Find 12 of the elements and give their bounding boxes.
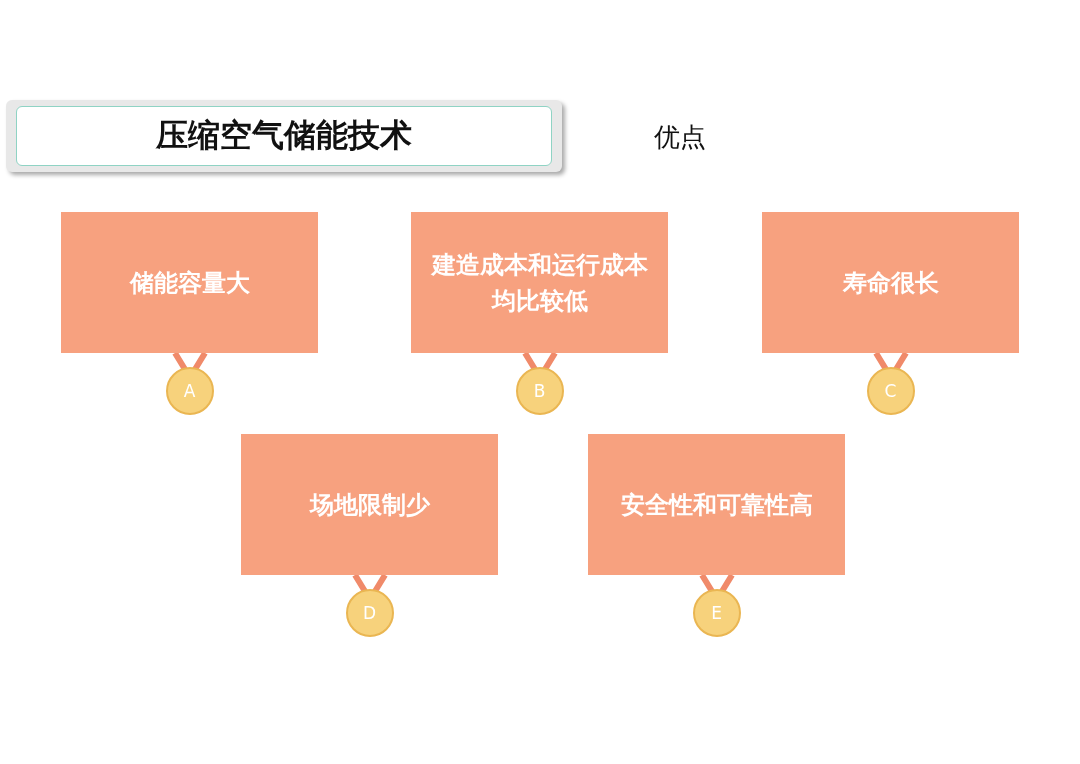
medal-badge: A — [165, 367, 214, 415]
medal-badge: E — [692, 589, 741, 637]
section-label: 优点 — [653, 121, 707, 154]
advantage-card: 寿命很长 — [762, 212, 1019, 353]
medal-badge: B — [515, 367, 564, 415]
advantage-card: 建造成本和运行成本均比较低 — [411, 212, 668, 353]
title: 压缩空气储能技术 — [16, 106, 552, 166]
medal-badge: C — [866, 367, 915, 415]
medal-badge: D — [345, 589, 394, 637]
advantage-card: 场地限制少 — [241, 434, 498, 575]
advantage-card: 储能容量大 — [61, 212, 318, 353]
advantage-card: 安全性和可靠性高 — [588, 434, 845, 575]
